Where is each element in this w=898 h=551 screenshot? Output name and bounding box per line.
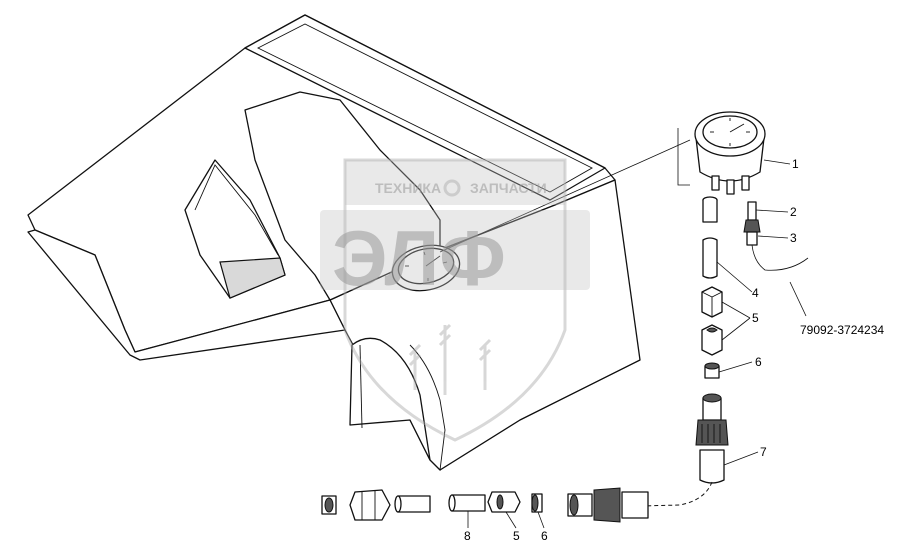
leader-lines	[467, 159, 807, 529]
watermark-logo: ТЕХНИКА ЗАПЧАСТИ ЭЛФ	[320, 158, 590, 442]
watermark-wheat-icon	[408, 323, 492, 395]
fitting-part-7	[695, 393, 729, 484]
tube-fitting-upper	[702, 196, 718, 223]
dashboard-gauge	[391, 244, 461, 292]
callout-6-bottom: 6	[541, 529, 548, 543]
hex-nut-part-5	[701, 286, 723, 356]
gauge-leader-line	[439, 139, 691, 253]
watermark-text-left: ТЕХНИКА	[375, 180, 441, 196]
callout-8-bottom: 8	[464, 529, 471, 543]
tube-part-4	[702, 237, 718, 279]
ferrule-part-6	[704, 362, 720, 379]
sensor-part-2-3	[743, 201, 809, 271]
part-number-label: 79092-3724234	[800, 323, 884, 337]
watermark-text-right: ЗАПЧАСТИ	[470, 180, 547, 196]
callout-3: 3	[790, 231, 797, 245]
callout-7: 7	[760, 445, 767, 459]
dashboard-housing	[27, 14, 641, 471]
callout-2: 2	[790, 205, 797, 219]
dashed-hose	[639, 481, 713, 507]
callout-4: 4	[752, 286, 759, 300]
callout-1: 1	[792, 157, 799, 171]
callout-labels: 1 2 3 4 5 6 7 8 5 6 79092-3724234	[464, 157, 884, 543]
callout-5: 5	[752, 311, 759, 325]
pressure-gauge-part-1	[694, 111, 766, 195]
watermark-big-text: ЭЛФ	[332, 214, 506, 302]
callout-5-bottom: 5	[513, 529, 520, 543]
callout-6: 6	[755, 355, 762, 369]
watermark-gear-icon	[443, 179, 461, 197]
bottom-parts-row	[321, 487, 649, 523]
